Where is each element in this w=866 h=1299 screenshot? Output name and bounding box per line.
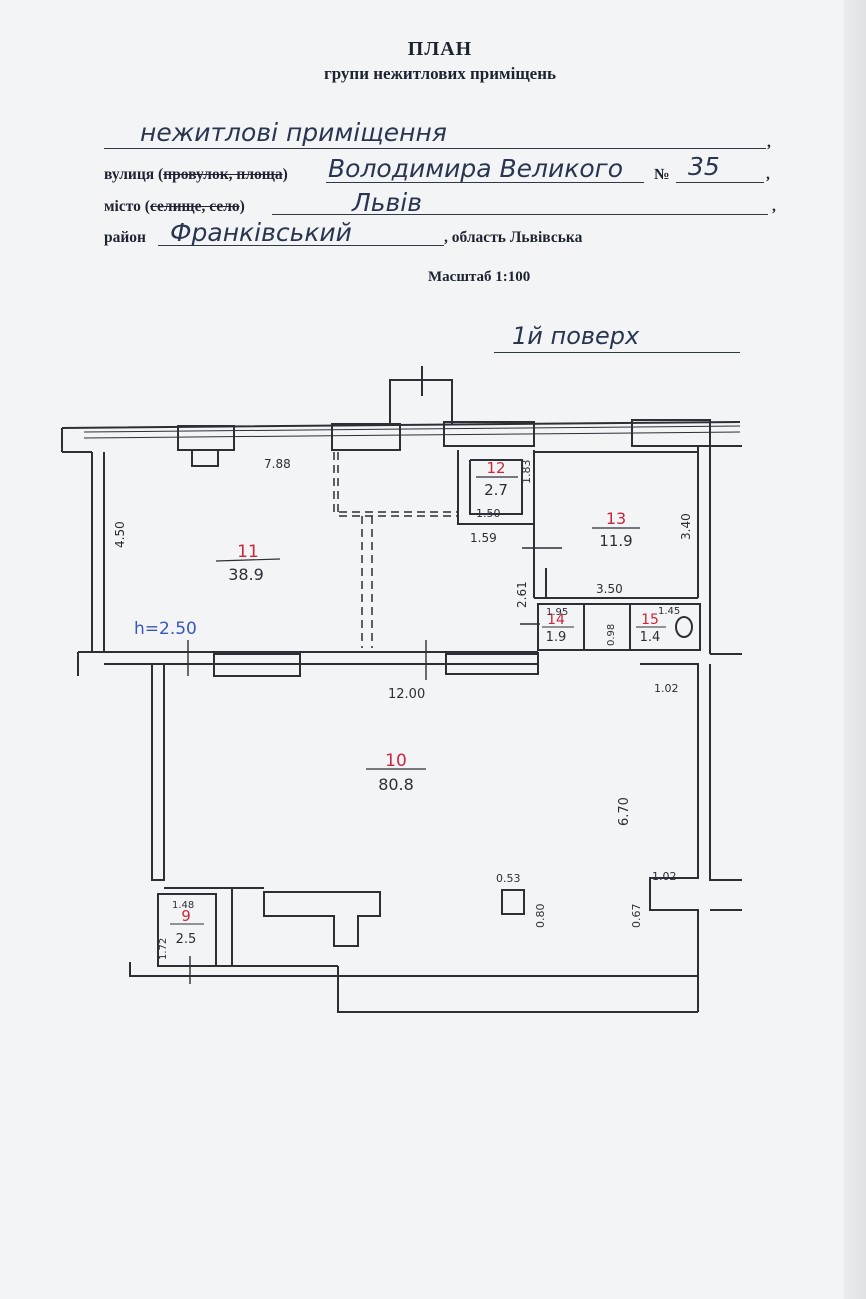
dashed-partition bbox=[333, 452, 458, 517]
room-15-walls bbox=[629, 603, 701, 651]
room-12-walls bbox=[457, 450, 535, 525]
wall-pier bbox=[191, 449, 219, 467]
wall-line bbox=[77, 651, 539, 676]
room-area: 1.4 bbox=[640, 630, 661, 645]
street-underline bbox=[326, 182, 644, 183]
dimension-labels: 7.88 4.50 1.83 1.50 1.59 3.40 2.61 3.50 … bbox=[113, 457, 693, 960]
object-underline bbox=[104, 148, 766, 149]
room-number: 12 bbox=[486, 459, 505, 477]
dimension: 1.95 bbox=[546, 607, 568, 618]
room-number: 11 bbox=[237, 542, 259, 562]
toilet-fixture bbox=[675, 616, 693, 638]
street-label: вулиця (провулок, площа) bbox=[104, 166, 288, 183]
room-labels: 11 38.9 12 2.7 13 11.9 14 1.9 15 1.4 10 … bbox=[134, 459, 666, 947]
room-number: 10 bbox=[385, 751, 407, 771]
room-area: 80.8 bbox=[378, 775, 414, 794]
dimension: 0.67 bbox=[630, 904, 643, 929]
dimension: 1.59 bbox=[470, 531, 497, 545]
dimension: 6.70 bbox=[617, 797, 632, 826]
dimension: 1.50 bbox=[476, 507, 501, 520]
dashed-partition bbox=[361, 516, 373, 648]
wall-line bbox=[91, 452, 105, 653]
district-value: Франківський bbox=[170, 218, 352, 247]
dimension: 3.50 bbox=[596, 582, 623, 596]
document-subtitle: групи нежитлових приміщень bbox=[323, 64, 557, 83]
room-number: 13 bbox=[606, 509, 626, 528]
dimension: 12.00 bbox=[388, 687, 425, 702]
room-area: 2.7 bbox=[484, 481, 508, 499]
district-underline bbox=[158, 245, 444, 246]
document-title: ПЛАН bbox=[407, 38, 473, 60]
wall-pier bbox=[177, 425, 235, 451]
column bbox=[501, 889, 525, 915]
dimension: 1.48 bbox=[172, 900, 194, 911]
room-13-walls bbox=[533, 451, 698, 599]
room-area: 2.5 bbox=[176, 932, 197, 947]
region-label: , область Львівська bbox=[444, 229, 583, 246]
room-area: 1.9 bbox=[546, 630, 567, 645]
city-underline bbox=[272, 214, 768, 215]
floor-underline bbox=[494, 352, 740, 353]
wall-pier bbox=[213, 653, 301, 677]
wall-line bbox=[129, 962, 698, 1013]
window-line bbox=[83, 431, 741, 439]
number-underline bbox=[676, 182, 764, 183]
floor-label: 1й поверх bbox=[512, 322, 640, 350]
wall-pier bbox=[443, 421, 535, 447]
dimension: 1.72 bbox=[158, 938, 169, 960]
dimension: 2.61 bbox=[515, 581, 529, 608]
wall-line bbox=[151, 664, 165, 881]
room-number: 9 bbox=[181, 907, 191, 925]
dimension: 1.02 bbox=[654, 682, 679, 695]
wall-pier bbox=[445, 653, 539, 675]
city-label: місто (селище, село) bbox=[104, 198, 245, 215]
street-value: Володимира Великого bbox=[328, 154, 624, 183]
wall-line bbox=[709, 664, 742, 911]
object-value: нежитлові приміщення bbox=[140, 118, 447, 147]
room-number: 15 bbox=[641, 612, 659, 628]
wall-line bbox=[710, 445, 742, 655]
wall-line bbox=[640, 663, 699, 1012]
object-comma: , bbox=[767, 134, 771, 151]
room-number: 14 bbox=[547, 612, 565, 628]
scan-edge bbox=[844, 0, 866, 1299]
room-area: 11.9 bbox=[599, 532, 632, 550]
dimension: 0.80 bbox=[534, 904, 547, 929]
dimension: 0.98 bbox=[606, 624, 617, 646]
wall-line bbox=[697, 446, 711, 654]
room-area: 38.9 bbox=[228, 565, 264, 584]
counter-block bbox=[263, 891, 381, 947]
dimension: 0.53 bbox=[496, 872, 521, 885]
city-value: Львів bbox=[352, 188, 422, 217]
dimension: 1.45 bbox=[658, 606, 680, 617]
street-comma: , bbox=[766, 166, 770, 183]
dimension: 3.40 bbox=[679, 513, 693, 540]
window-line bbox=[83, 425, 741, 433]
district-label: район bbox=[104, 229, 146, 246]
dimension: 4.50 bbox=[113, 521, 127, 548]
dimension: 7.88 bbox=[264, 457, 291, 471]
wall-pier bbox=[631, 419, 711, 447]
wall-pier bbox=[331, 423, 401, 451]
scale-label: Масштаб 1:100 bbox=[428, 269, 531, 285]
height-note: h=2.50 bbox=[134, 619, 197, 639]
dimension: 1.83 bbox=[520, 460, 533, 485]
dimension: 1.02 bbox=[652, 870, 677, 883]
city-comma: , bbox=[772, 198, 776, 215]
number-value: 35 bbox=[688, 152, 720, 181]
number-label: № bbox=[654, 166, 670, 183]
